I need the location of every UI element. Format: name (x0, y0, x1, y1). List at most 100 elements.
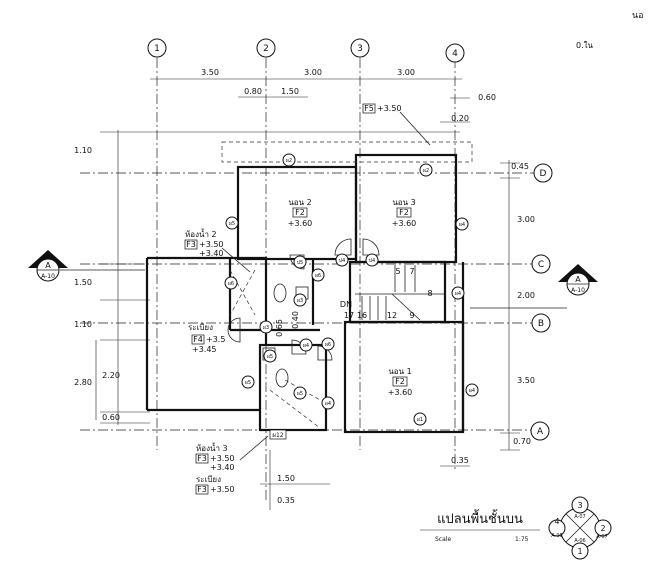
wall-tag-7: ผ3 (297, 298, 303, 304)
key-e-ref: A-07 (596, 534, 607, 540)
grid-row-c: C (538, 260, 544, 270)
key-e: 2 (600, 524, 605, 533)
dim-left-b: 1.50 (74, 278, 92, 287)
grid-lines (80, 58, 540, 500)
drawing-title: แปลนพื้นชั้นบน (437, 509, 523, 527)
wall-tag-5: ผ6 (228, 281, 234, 287)
dim-left-d: 2.80 (74, 378, 92, 387)
wall-tag-12: ผ5 (245, 380, 251, 386)
doors (227, 238, 380, 361)
dim-top-1: 3.50 (201, 68, 219, 77)
bath2-level1: +3.50 (199, 240, 224, 249)
callout-labels: F5 +3.50 ห้องน้ำ 2 F3 +3.50 +3.40 ระเบีย… (184, 11, 644, 495)
dim-right-d: 3.50 (517, 376, 535, 385)
scale-value: 1:75 (515, 536, 529, 543)
toilet-icon-upper (273, 283, 287, 303)
key-w-ref: A-06 (551, 533, 562, 539)
roof-tag: F5 (364, 104, 374, 113)
key-w: 4 (554, 517, 559, 526)
wall-tag-4: ผ4 (459, 222, 465, 228)
grid-col-3: 3 (357, 44, 363, 54)
title-block: แปลนพื้นชั้นบน Scale 1:75 (420, 509, 540, 543)
dim-left-f: 0.60 (102, 413, 120, 422)
dim-right-top: 0.20 (451, 114, 469, 123)
dim-bottom-b: 1.50 (277, 474, 295, 483)
door-tags: ป4 ป4 ป5 (293, 253, 379, 269)
wall-tag-14: ผ5 (297, 391, 303, 397)
wall-tag-9: ผ3 (263, 325, 269, 331)
dim-top-2: 3.00 (304, 68, 322, 77)
dim-bottom-a: 0.35 (451, 456, 469, 465)
bath2-label: ห้องน้ำ 2 (185, 228, 217, 239)
room-bed1-name: นอน 1 (388, 367, 411, 376)
balcony2-code: F3 (197, 485, 207, 494)
roof-level: +3.50 (377, 104, 402, 113)
room-bed3-level: +3.60 (392, 219, 417, 228)
dim-top-3: 3.00 (397, 68, 415, 77)
grid-column-bubbles: 1 2 3 4 (147, 38, 465, 63)
bath3-label: ห้องน้ำ 3 (196, 442, 228, 453)
grid-col-2: 2 (263, 44, 269, 54)
door-tag-2: ป4 (369, 258, 375, 264)
dim-inner-a: 0.65 (275, 319, 284, 337)
stair-no-7: 7 (409, 267, 414, 276)
section-right-ref: A-10 (571, 287, 585, 294)
room-bed1-code: F2 (395, 377, 405, 386)
grid-row-d: D (540, 169, 547, 179)
wall-tag-10: ผ4 (303, 343, 309, 349)
dim-right-a: 0.45 (511, 162, 529, 171)
dimension-texts: 3.50 3.00 3.00 0.80 1.50 0.60 0.20 0.45 … (74, 68, 535, 505)
stair-no-9: 9 (409, 311, 414, 320)
bath3-level2: +3.40 (210, 463, 235, 472)
dim-inner-b: 0.40 (291, 311, 300, 329)
section-left-ref: A-10 (41, 273, 55, 280)
room-bed2-code: F2 (295, 208, 305, 217)
wall-tag-15: ผ4 (325, 401, 331, 407)
door-tag-3: ป5 (297, 260, 303, 266)
wall-tags: ผ2 ผ2 ผ5 ผ4 ผ6 ผ6 ผ3 ผ4 ผ3 ผ4 ผ6 ผ5 ผ5 ผ… (224, 153, 479, 440)
room-bed3-code: F2 (399, 208, 409, 217)
door-tag-1: ป4 (339, 258, 345, 264)
balcony1-code: F4 (193, 335, 203, 344)
top-corner-text: นอ (632, 11, 644, 21)
dim-left-c: 1.10 (74, 320, 92, 329)
room-bed1-level: +3.60 (388, 388, 413, 397)
section-mark-left: A A-10 (28, 250, 145, 282)
dim-right-b: 3.00 (517, 215, 535, 224)
stair-dn-label: DN (340, 300, 352, 309)
stair-no-16: 16 (357, 311, 367, 320)
dim-left-a: 1.10 (74, 146, 92, 155)
balcony2-level1: +3.50 (210, 485, 235, 494)
scale-label: Scale (435, 536, 451, 543)
dim-right-e: 0.70 (513, 437, 531, 446)
walls (145, 153, 465, 434)
room-bed2-name: นอน 2 (288, 198, 311, 207)
wall-tag-17: ผ1 (417, 417, 423, 423)
stair-no-5: 5 (395, 267, 400, 276)
key-s: 1 (577, 547, 582, 556)
grid-col-1: 1 (154, 44, 160, 54)
balcony1-label: ระเบียง (188, 323, 213, 332)
balcony1-level1: +3.5 (206, 335, 225, 344)
wall-tag-8: ผ4 (455, 291, 461, 297)
room-bed2-level: +3.60 (288, 219, 313, 228)
room-bed3-name: นอน 3 (392, 198, 415, 207)
wall-tag-18: ผ12 (272, 432, 283, 439)
corner-note: 0.ใน (576, 41, 594, 50)
toilet-icon-lower (275, 368, 289, 388)
room-labels: นอน 2 F2 +3.60 นอน 3 F2 +3.60 นอน 1 F2 +… (288, 198, 417, 397)
wall-tag-2: ผ2 (423, 168, 429, 174)
dim-top-right: 0.60 (478, 93, 496, 102)
dim-left-e: 2.20 (102, 371, 120, 380)
section-left-letter: A (45, 261, 51, 270)
dim-bottom-c: 0.35 (277, 496, 295, 505)
wall-tag-6: ผ6 (315, 273, 321, 279)
wall-tag-11: ผ6 (325, 342, 331, 348)
grid-row-a: A (537, 427, 544, 437)
grid-row-b: B (538, 319, 544, 329)
balcony1-level2: +3.45 (192, 345, 217, 354)
stair-no-17: 17 (344, 311, 354, 320)
dim-right-c: 2.00 (517, 291, 535, 300)
wall-tag-16: ผ4 (469, 388, 475, 394)
